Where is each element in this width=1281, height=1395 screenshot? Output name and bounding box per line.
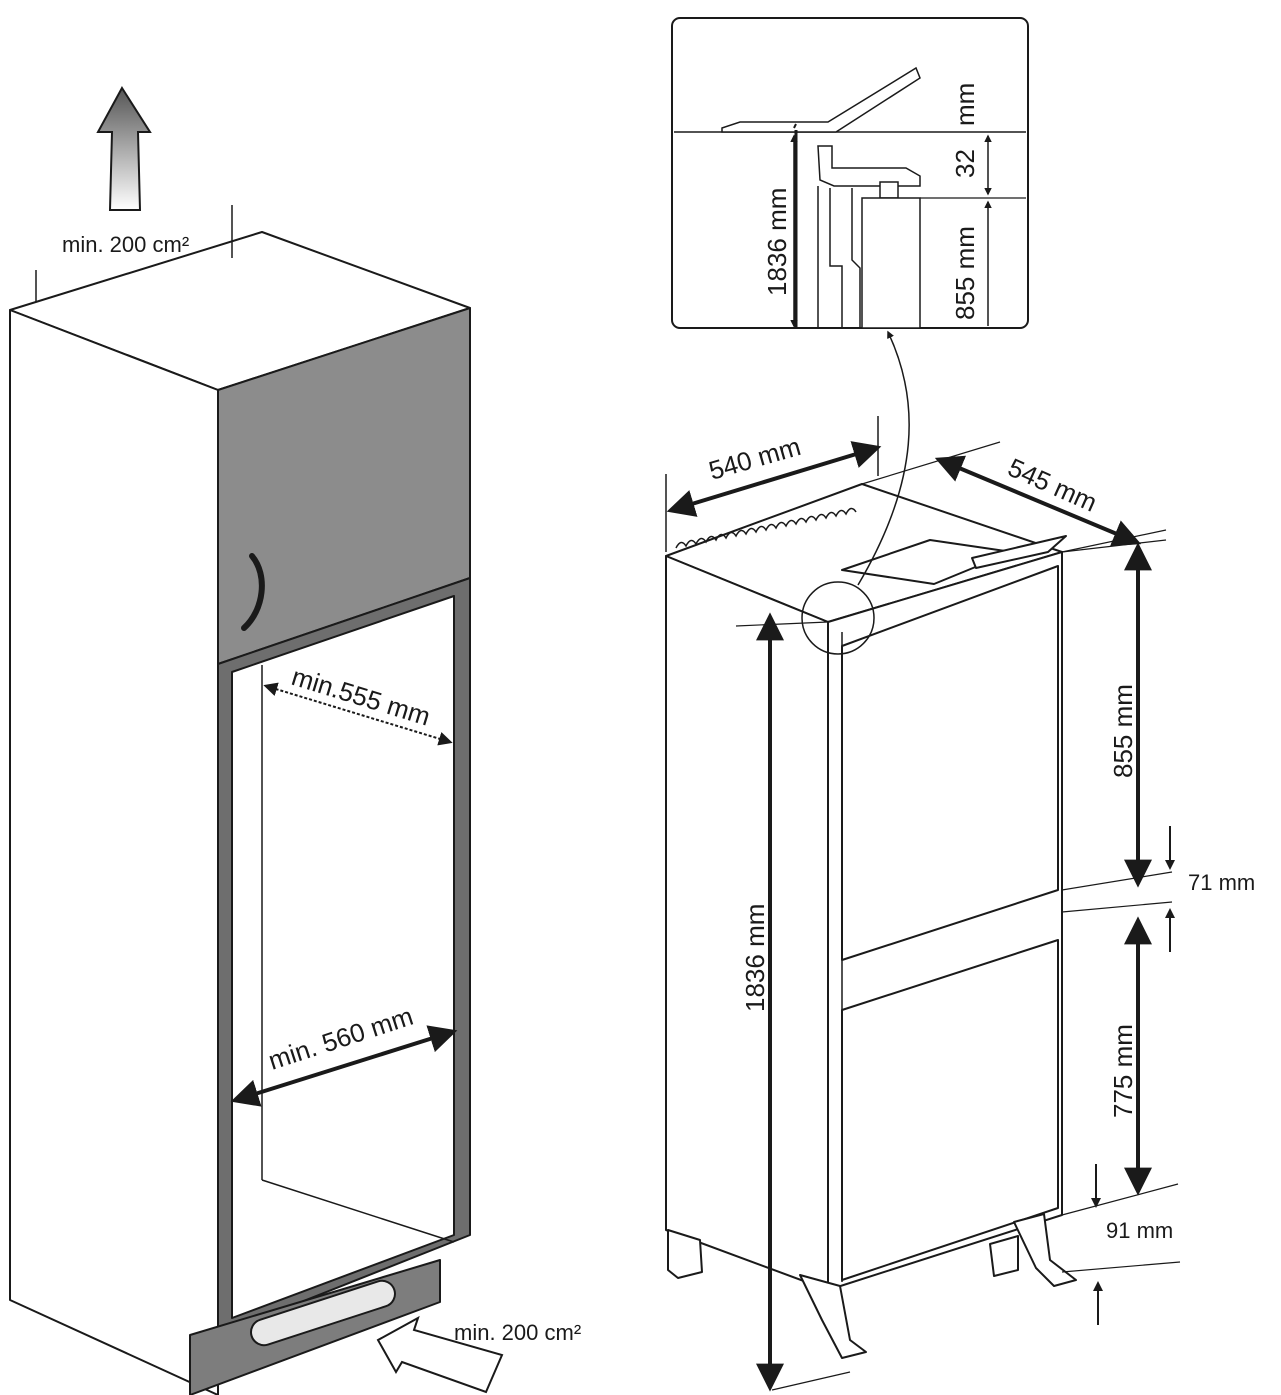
- bottom-gap-label: 91 mm: [1106, 1218, 1173, 1243]
- vent-bottom-label: min. 200 cm²: [454, 1320, 581, 1345]
- detail-circle: [801, 581, 875, 655]
- inset-fridge: [861, 197, 921, 329]
- door-handle-icon: [241, 553, 265, 631]
- foot-back: [989, 1235, 1019, 1277]
- detail-unit-label: mm: [950, 83, 980, 126]
- upper-door-label: 855 mm: [1108, 684, 1138, 778]
- vent-top-label: min. 200 cm²: [62, 232, 189, 257]
- lower-door-label: 775 mm: [1108, 1024, 1138, 1118]
- detail-upper-label: 855 mm: [950, 226, 980, 320]
- vent-top-marker: [35, 205, 233, 302]
- vent-grille: [675, 507, 857, 549]
- foot-front: [799, 1274, 867, 1359]
- plinth-grille: [250, 1279, 396, 1347]
- gap-label: 71 mm: [1188, 870, 1255, 895]
- height-total-label: 1836 mm: [740, 904, 770, 1012]
- width-label: 540 mm: [705, 431, 804, 486]
- air-up-arrow-icon: [96, 86, 152, 211]
- detail-inset: [671, 17, 1029, 329]
- fridge-upper-door: [841, 565, 1059, 961]
- depth-min-arrow: [263, 682, 453, 746]
- inset-plate: [721, 66, 921, 133]
- fridge-lower-door: [841, 939, 1059, 1281]
- fridge-dimensions: [665, 416, 1181, 1392]
- width-min-arrow: [230, 1025, 458, 1107]
- inset-bracket: [817, 145, 921, 187]
- detail-offset-label: 32: [950, 149, 980, 178]
- callout-arrow: [857, 330, 910, 586]
- air-in-arrow-icon: [376, 1315, 504, 1394]
- detail-total-label: 1836 mm: [762, 188, 792, 296]
- foot-left: [667, 1229, 703, 1279]
- fridge: [665, 483, 1077, 1359]
- cabinet-side: [9, 309, 219, 1395]
- foot-right: [1013, 1213, 1077, 1287]
- cabinet: [9, 231, 471, 1395]
